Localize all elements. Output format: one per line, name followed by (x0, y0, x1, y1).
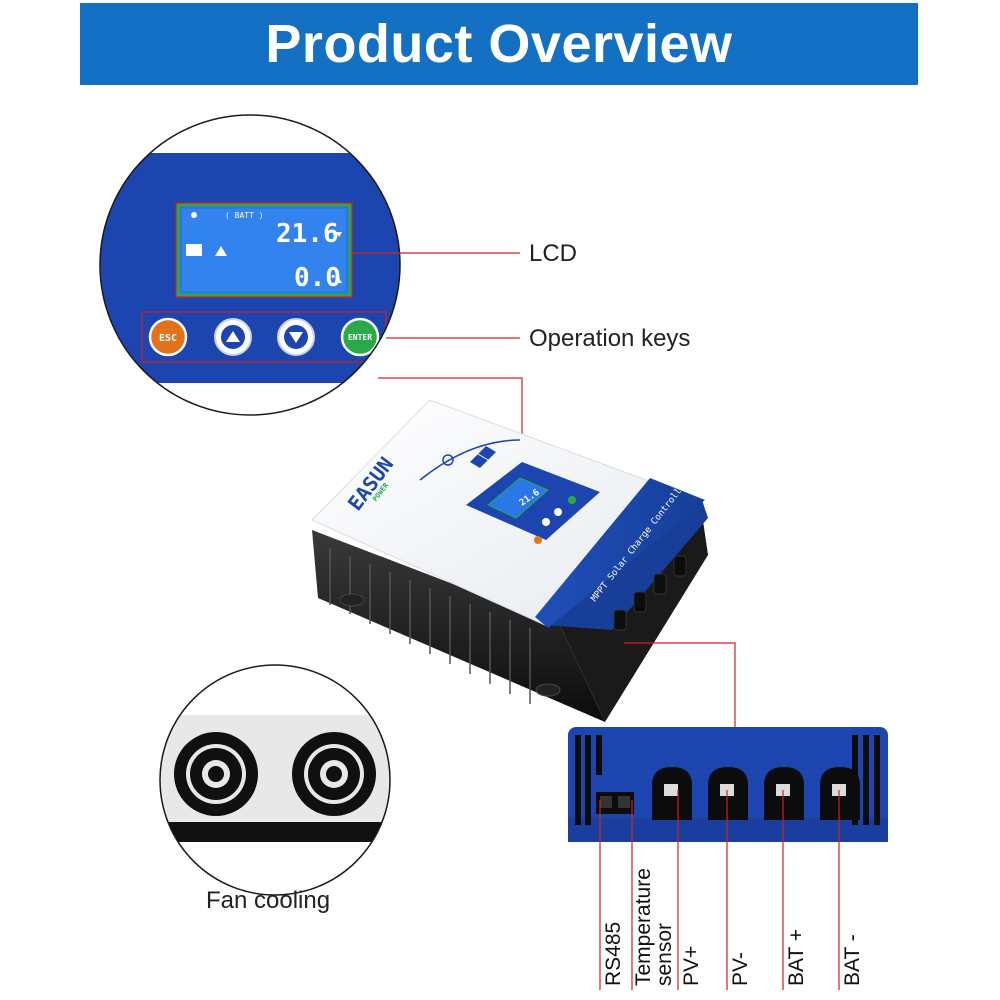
operation-keys-callout-label: Operation keys (529, 325, 691, 352)
esc-label: ESC (159, 333, 177, 344)
lcd-reading-top: 21.6 (276, 219, 339, 249)
lcd-screen: ( BATT ) 21.6 0.0 (176, 203, 352, 297)
page-title: Product Overview (265, 14, 733, 74)
terminal-label-pv-plus: PV+ (680, 945, 703, 986)
charge-controller-device: MPPT Solar Charge Controller EASUN POWER… (311, 399, 708, 722)
warning-icon (215, 246, 227, 256)
model-band (535, 478, 705, 628)
terminal-label-bat-plus: BAT + (785, 928, 808, 986)
lcd-zoom-circle: ( BATT ) 21.6 0.0 ESC (99, 114, 401, 416)
sun-icon (442, 454, 454, 466)
fan-zoom-circle (159, 664, 391, 896)
fan-right (292, 732, 376, 816)
fan-left (174, 732, 258, 816)
lcd-callout-label: LCD (529, 240, 578, 267)
up-button[interactable] (214, 318, 252, 356)
terminal-label-temperature-sensor: Temperature sensor (632, 868, 676, 986)
title-banner: Product Overview (80, 3, 918, 85)
terminal-label-rs485: RS485 (602, 921, 625, 986)
battery-icon (186, 244, 202, 256)
down-indicator-icon (336, 232, 342, 237)
moon-icon (191, 212, 197, 218)
fan-cooling-label: Fan cooling (206, 887, 331, 914)
terminal-label-pv-minus: PV- (729, 952, 752, 986)
terminal-panel (568, 727, 888, 842)
terminal-label-bat-minus: BAT - (841, 934, 864, 986)
down-button[interactable] (277, 318, 315, 356)
enter-button[interactable]: ENTER (340, 317, 380, 357)
esc-button[interactable]: ESC (148, 317, 188, 357)
up-arrow-icon (226, 331, 240, 342)
up-indicator-icon (336, 278, 342, 283)
terminal-leader-lines (599, 790, 840, 990)
down-arrow-icon (289, 332, 303, 343)
lcd-header: ( BATT ) (225, 211, 264, 220)
enter-label: ENTER (348, 333, 372, 342)
solar-panel-icon (470, 446, 496, 468)
operation-keys: ESC ENTER (148, 317, 380, 357)
lcd-reading-bottom: 0.0 (294, 263, 341, 293)
